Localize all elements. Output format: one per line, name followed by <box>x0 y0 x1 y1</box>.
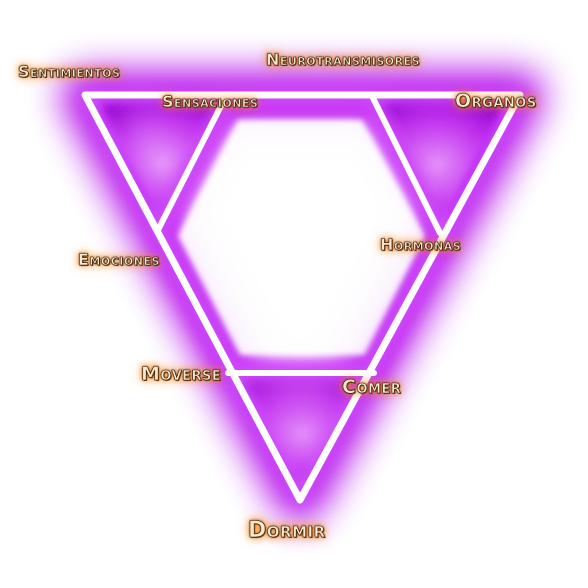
label-hormonas: Hormonas <box>380 235 462 254</box>
corner-triangle-top-right <box>372 102 505 226</box>
corner-triangle-bottom <box>233 375 372 492</box>
corner-triangle-top-left <box>98 102 228 224</box>
inner-line-left <box>155 95 228 233</box>
corner-triangles <box>98 102 505 492</box>
label-comer: Comer <box>342 376 402 398</box>
label-moverse: Moverse <box>141 363 222 385</box>
label-sensaciones: Sensaciones <box>162 92 259 111</box>
center-hexagon <box>178 120 425 355</box>
inner-line-right <box>370 95 443 236</box>
label-emociones: Emociones <box>78 250 160 269</box>
label-organos: Organos <box>455 90 537 112</box>
outer-triangle-line <box>81 91 524 504</box>
label-dormir: Dormir <box>248 518 326 543</box>
neon-lines <box>81 91 524 504</box>
label-neurotransmisores: Neurotransmisores <box>266 50 420 69</box>
label-sentimientos: Sentimientos <box>18 62 121 81</box>
